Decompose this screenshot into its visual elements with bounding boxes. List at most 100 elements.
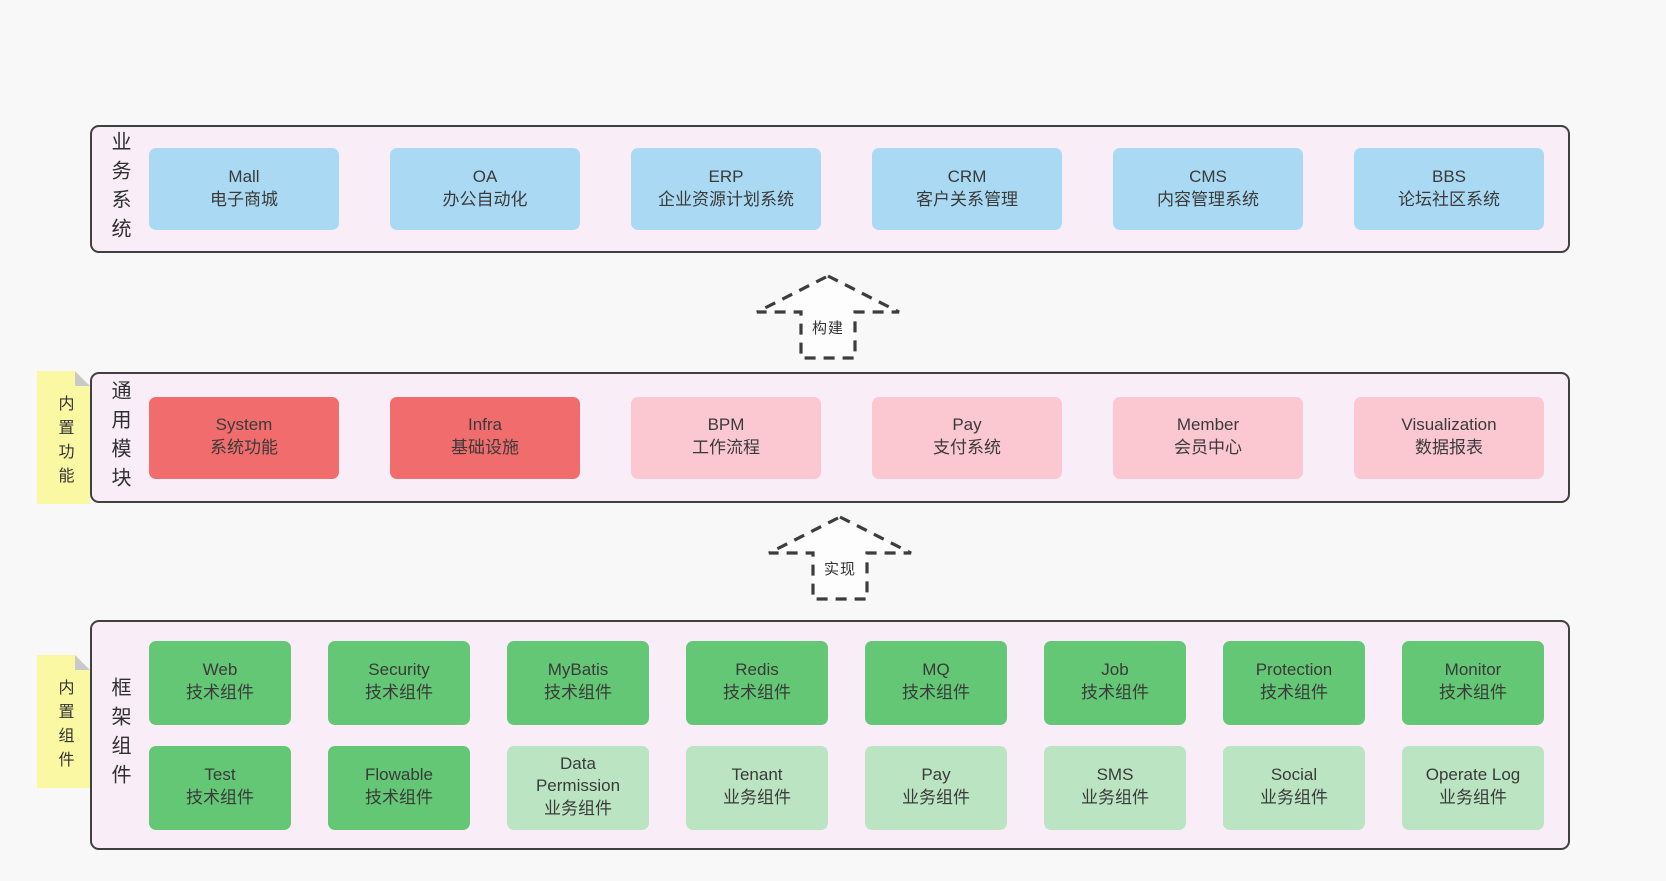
sticky-note-label: 内置功能: [55, 395, 73, 491]
box-subtitle: 技术组件: [723, 683, 791, 703]
box-subtitle: 内容管理系统: [1157, 189, 1259, 209]
box-subtitle: 会员中心: [1174, 438, 1242, 458]
folded-corner-icon: [75, 655, 90, 670]
box-visualization: Visualization 数据报表: [1354, 396, 1544, 479]
box-subtitle: 电子商城: [210, 189, 278, 209]
box-oa: OA 办公自动化: [390, 148, 580, 230]
box-title: BPM: [707, 415, 745, 435]
box-subtitle: 基础设施: [451, 438, 519, 458]
sticky-note-built-in-components: 内置组件: [37, 655, 90, 788]
box-bbs: BBS 论坛社区系统: [1354, 148, 1544, 230]
box-system: System 系统功能: [149, 396, 339, 479]
box-title: Social: [1270, 765, 1318, 785]
build-arrow: 构建: [753, 273, 903, 361]
box-subtitle: 技术组件: [1260, 683, 1328, 703]
box-subtitle: 办公自动化: [442, 189, 528, 209]
box-bpm: BPM 工作流程: [631, 396, 821, 479]
box-subtitle: 论坛社区系统: [1398, 189, 1500, 209]
box-title: Web: [202, 660, 238, 680]
sticky-note-built-in-functions: 内置功能: [37, 371, 90, 504]
layer-title-business-systems: 业务系统: [108, 131, 130, 247]
box-title: CMS: [1189, 166, 1227, 186]
box-title: Visualization: [1401, 415, 1497, 435]
sticky-note-label: 内置组件: [55, 679, 73, 775]
box-subtitle: 业务组件: [902, 788, 970, 808]
box-title: Mall: [228, 166, 260, 186]
box-subtitle: 技术组件: [365, 788, 433, 808]
box-infra: Infra 基础设施: [390, 396, 580, 479]
box-title: Infra: [467, 415, 503, 435]
box-subtitle: 企业资源计划系统: [658, 189, 794, 209]
box-title: Security: [368, 660, 430, 680]
box-title: System: [215, 415, 273, 435]
box-subtitle: 支付系统: [933, 438, 1001, 458]
box-subtitle: 业务组件: [1260, 788, 1328, 808]
box-subtitle: 数据报表: [1415, 438, 1483, 458]
box-mybatis: MyBatis 技术组件: [507, 640, 649, 725]
box-tenant: Tenant 业务组件: [686, 745, 828, 830]
box-title: Operate Log: [1425, 765, 1521, 785]
box-security: Security 技术组件: [328, 640, 470, 725]
box-member: Member 会员中心: [1113, 396, 1303, 479]
box-title: Tenant: [731, 765, 783, 785]
box-erp: ERP 企业资源计划系统: [631, 148, 821, 230]
box-subtitle: 技术组件: [186, 683, 254, 703]
layer-title-common-modules: 通用模块: [108, 379, 130, 496]
box-title: Member: [1176, 415, 1240, 435]
box-subtitle: 技术组件: [1439, 683, 1507, 703]
box-title: ERP: [708, 166, 744, 186]
box-subtitle: 技术组件: [544, 683, 612, 703]
box-title: SMS: [1096, 765, 1134, 785]
box-monitor: Monitor 技术组件: [1402, 640, 1544, 725]
box-subtitle: 业务组件: [544, 799, 612, 819]
box-title: MyBatis: [547, 660, 609, 680]
box-subtitle: 技术组件: [186, 788, 254, 808]
box-pay: Pay 业务组件: [865, 745, 1007, 830]
box-web: Web 技术组件: [149, 640, 291, 725]
box-subtitle: 工作流程: [692, 438, 760, 458]
box-title: Flowable: [364, 765, 434, 785]
common-modules-box-row: System 系统功能 Infra 基础设施 BPM 工作流程 Pay 支付系统 Member 会…: [92, 374, 1568, 501]
box-title: Pay: [952, 415, 982, 435]
box-test: Test 技术组件: [149, 745, 291, 830]
box-subtitle: 系统功能: [210, 438, 278, 458]
box-title: OA: [472, 166, 498, 186]
box-title: BBS: [1431, 166, 1467, 186]
box-flowable: Flowable 技术组件: [328, 745, 470, 830]
box-title: Protection: [1255, 660, 1333, 680]
box-mq: MQ 技术组件: [865, 640, 1007, 725]
dashed-up-arrow-icon: [768, 515, 912, 601]
box-title: Monitor: [1444, 660, 1502, 680]
box-mall: Mall 电子商城: [149, 148, 339, 230]
box-subtitle: 技术组件: [1081, 683, 1149, 703]
box-subtitle: 技术组件: [902, 683, 970, 703]
box-social: Social 业务组件: [1223, 745, 1365, 830]
box-cms: CMS 内容管理系统: [1113, 148, 1303, 230]
box-protection: Protection 技术组件: [1223, 640, 1365, 725]
box-title: MQ: [922, 660, 950, 680]
box-subtitle: 技术组件: [365, 683, 433, 703]
box-pay: Pay 支付系统: [872, 396, 1062, 479]
folded-corner-icon: [75, 371, 90, 386]
box-data-permission: Data Permission 业务组件: [507, 745, 649, 830]
box-title: Pay: [921, 765, 951, 785]
box-title: Test: [204, 765, 236, 785]
common-modules-layer: 通用模块 System 系统功能 Infra 基础设施 BPM 工作流程 Pay 支付系统 Me…: [90, 372, 1570, 503]
dashed-up-arrow-icon: [756, 274, 900, 360]
box-operate-log: Operate Log 业务组件: [1402, 745, 1544, 830]
implement-arrow: 实现: [765, 514, 915, 602]
box-subtitle: 业务组件: [1439, 788, 1507, 808]
box-subtitle: 业务组件: [723, 788, 791, 808]
box-title: Data Permission: [535, 754, 621, 796]
build-arrow-label: 构建: [811, 320, 844, 337]
